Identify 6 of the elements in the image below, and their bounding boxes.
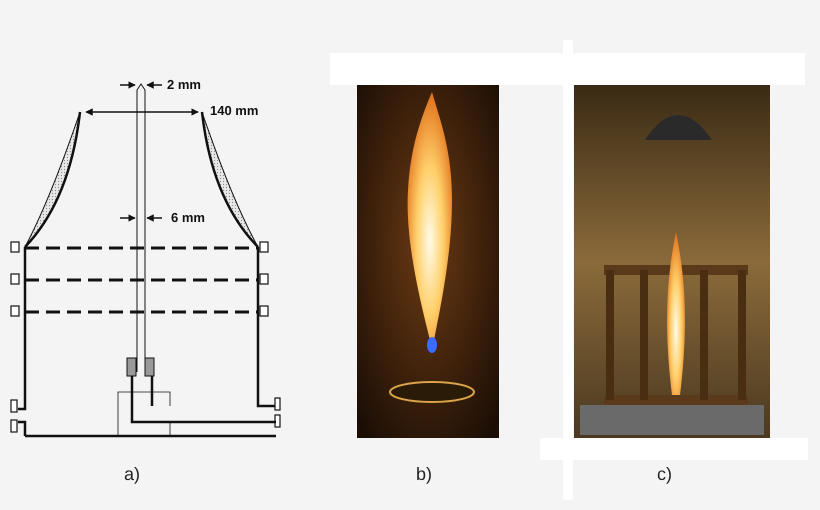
panel-label: a) — [124, 465, 140, 483]
panel-label: b) — [416, 465, 432, 483]
dimension-label: 140 mm — [210, 104, 258, 117]
dimension-label: 2 mm — [167, 78, 201, 91]
dimension-label: 6 mm — [171, 211, 205, 224]
panel-label: c) — [657, 465, 672, 483]
